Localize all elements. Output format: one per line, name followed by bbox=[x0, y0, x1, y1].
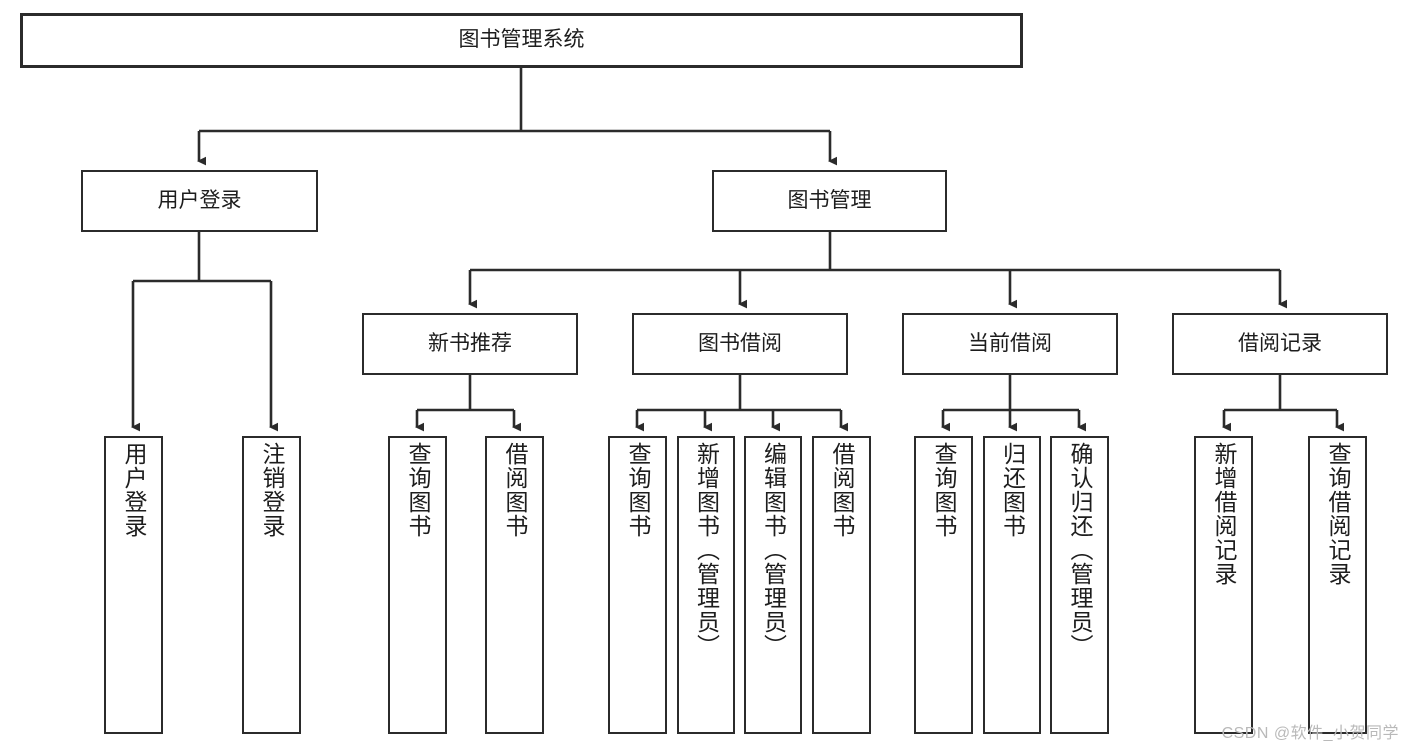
node-leaf-edit-book-label: 编辑图书（管理员） bbox=[760, 442, 787, 658]
node-borrow-record-label: 借阅记录 bbox=[1238, 331, 1322, 355]
node-leaf-add-record[interactable]: 新增借阅记录 bbox=[1194, 436, 1253, 734]
node-user-login-label: 用户登录 bbox=[157, 188, 242, 212]
node-new-book-recommend-label: 新书推荐 bbox=[428, 331, 512, 355]
node-leaf-add-book-label: 新增图书（管理员） bbox=[693, 442, 720, 658]
node-book-borrow[interactable]: 图书借阅 bbox=[632, 313, 848, 375]
node-leaf-query-book-2-label: 查询图书 bbox=[625, 442, 651, 538]
node-leaf-borrow-book-1-label: 借阅图书 bbox=[502, 442, 528, 538]
node-leaf-query-book-2[interactable]: 查询图书 bbox=[608, 436, 667, 734]
node-leaf-user-login-label: 用户登录 bbox=[121, 442, 147, 538]
node-new-book-recommend[interactable]: 新书推荐 bbox=[362, 313, 578, 375]
node-leaf-logout-label: 注销登录 bbox=[259, 442, 285, 538]
node-root[interactable]: 图书管理系统 bbox=[20, 13, 1023, 68]
node-leaf-query-record[interactable]: 查询借阅记录 bbox=[1308, 436, 1367, 734]
node-leaf-return-book-label: 归还图书 bbox=[999, 442, 1026, 538]
node-book-borrow-label: 图书借阅 bbox=[698, 331, 782, 355]
node-book-manage[interactable]: 图书管理 bbox=[712, 170, 947, 232]
node-current-borrow[interactable]: 当前借阅 bbox=[902, 313, 1118, 375]
node-current-borrow-label: 当前借阅 bbox=[968, 331, 1052, 355]
node-leaf-confirm-return-label: 确认归还（管理员） bbox=[1067, 442, 1093, 658]
node-leaf-query-book-1-label: 查询图书 bbox=[405, 442, 431, 538]
node-leaf-query-record-label: 查询借阅记录 bbox=[1325, 442, 1351, 586]
node-leaf-borrow-book-2[interactable]: 借阅图书 bbox=[812, 436, 871, 734]
node-leaf-borrow-book-1[interactable]: 借阅图书 bbox=[485, 436, 544, 734]
node-leaf-confirm-return[interactable]: 确认归还（管理员） bbox=[1050, 436, 1109, 734]
node-leaf-query-book-3-label: 查询图书 bbox=[931, 442, 957, 538]
node-leaf-add-record-label: 新增借阅记录 bbox=[1211, 442, 1237, 586]
node-leaf-add-book[interactable]: 新增图书（管理员） bbox=[677, 436, 735, 734]
node-leaf-edit-book[interactable]: 编辑图书（管理员） bbox=[744, 436, 802, 734]
node-leaf-logout[interactable]: 注销登录 bbox=[242, 436, 301, 734]
node-root-label: 图书管理系统 bbox=[458, 28, 585, 52]
node-user-login[interactable]: 用户登录 bbox=[81, 170, 318, 232]
node-borrow-record[interactable]: 借阅记录 bbox=[1172, 313, 1388, 375]
node-leaf-query-book-3[interactable]: 查询图书 bbox=[914, 436, 973, 734]
node-leaf-borrow-book-2-label: 借阅图书 bbox=[829, 442, 855, 538]
node-leaf-user-login[interactable]: 用户登录 bbox=[104, 436, 163, 734]
node-book-manage-label: 图书管理 bbox=[787, 188, 872, 212]
node-leaf-return-book[interactable]: 归还图书 bbox=[983, 436, 1041, 734]
node-leaf-query-book-1[interactable]: 查询图书 bbox=[388, 436, 447, 734]
watermark: CSDN @软件_小贺同学 bbox=[1221, 725, 1399, 742]
